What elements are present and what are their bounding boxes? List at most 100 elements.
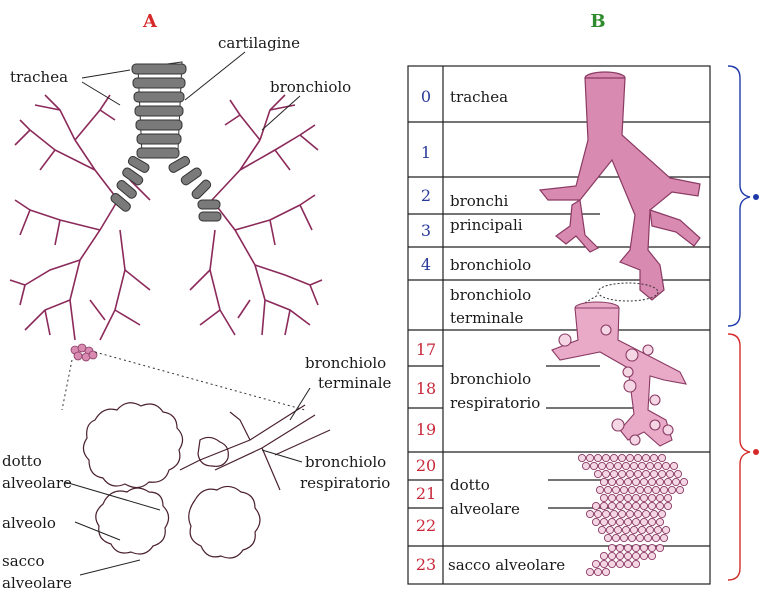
alveolus-bubble [604,486,611,493]
alveolus-bubble [608,518,615,525]
alveolus-bubble [638,526,645,533]
panel-b-title: B [590,11,605,32]
label-bronchiolo-terminale-2: terminale [318,374,391,392]
alveolus-bubble [612,534,619,541]
alveolus-bubble [640,502,647,509]
label-sacco-alveolare-1: sacco [2,552,44,570]
gen-22: 22 [416,516,436,535]
alveolus-bubble [608,544,615,551]
alveolus-bubble [624,544,631,551]
label-b-bronchiolo-respiratorio-2: respiratorio [450,394,540,412]
alveolus-bubble [638,462,645,469]
alveolus-bubble [628,534,635,541]
label-b-bronchiolo-terminale-2: terminale [450,309,523,327]
alveolus-bubble [636,486,643,493]
alveolus-bubble [656,502,663,509]
alveolus-bubble [648,502,655,509]
alveolus-bubble [652,486,659,493]
alveolus-bubble [608,552,615,559]
alveolus-bubble [616,518,623,525]
alveolus-bubble [660,534,667,541]
alveolus-bubble [596,486,603,493]
alveolus-bubble [598,462,605,469]
alveolus-bubble [664,494,671,501]
alveolus-bubble [622,462,629,469]
alveolus-bubble [624,494,631,501]
label-bronchiolo-respiratorio-2: respiratorio [300,474,390,492]
label-b-dotto-alveolare-2: alveolare [450,500,520,518]
alveolus-bubble [642,454,649,461]
gen-2: 2 [421,186,431,205]
label-b-trachea: trachea [450,88,508,106]
alveolus-bubble [662,526,669,533]
alveolus-bubble [610,454,617,461]
alveolus-bubble [604,534,611,541]
alveolus-bubble [616,494,623,501]
alveolus-bubble [626,470,633,477]
panel-a-title: A [142,11,158,32]
alveolus-bubble [594,568,601,575]
label-b-sacco-alveolare: sacco alveolare [448,556,565,574]
alveolus-bubble [648,518,655,525]
alveolus-bubble [606,526,613,533]
alveolus-bubble [650,470,657,477]
alveolus-bubble [624,552,631,559]
alveolus-bubble [586,568,593,575]
alveolus-bubble [612,486,619,493]
alveolus-bubble [658,470,665,477]
alveolus-bubble [664,478,671,485]
alveolus-bubble [616,502,623,509]
alveolus-bubble [592,502,599,509]
alveolus-bubble [640,552,647,559]
alveolus-bubble [642,510,649,517]
alveolus-bubble [668,486,675,493]
alveoli-cluster-small [71,344,97,361]
alveolus-bubble [630,462,637,469]
alveolus-bubble [648,544,655,551]
alveolus-bubble [676,486,683,493]
respiratory-illustration [552,302,686,446]
alveolus-bubble [640,494,647,501]
gen-18: 18 [416,379,436,398]
alveolus-bubble [630,526,637,533]
alveolus-bubble [600,494,607,501]
alveolus-bubble [666,470,673,477]
alveolus-bubble [594,510,601,517]
alveolus-bubble [632,478,639,485]
gen-17: 17 [416,340,436,359]
left-lung-tree [10,95,150,340]
label-cartilagine: cartilagine [218,34,300,52]
alveolus-bubble [652,534,659,541]
alveolus-bubble [670,462,677,469]
alveolus-bubble [622,526,629,533]
alveolus-bubble [616,560,623,567]
label-dotto-alveolare-1: dotto [2,452,42,470]
alveolus-bubble [628,486,635,493]
alveolus-bubble [594,470,601,477]
alveolus-bubble [660,486,667,493]
alveolus-bubble [632,560,639,567]
alveolus-bubble [626,454,633,461]
alveolus-bubble [632,544,639,551]
gen-19: 19 [416,420,436,439]
alveolus-bubble [624,478,631,485]
alveolus-bubble [620,486,627,493]
alveolus-bubble [602,470,609,477]
alveolus-bubble [610,470,617,477]
alveolus-bubble [586,510,593,517]
alveolus-bubble [640,518,647,525]
alveolus-bubble [656,494,663,501]
alveolus-bubble [608,560,615,567]
gen-0: 0 [421,87,431,106]
airway-tree-illustration [540,72,700,300]
alveolus-bubble [614,526,621,533]
alveolus-bubble [632,494,639,501]
alveolus-bubble [654,526,661,533]
alveolus-bubble [632,518,639,525]
label-b-bronchiolo-respiratorio-1: bronchiolo [450,370,531,388]
alveolus-bubble [626,510,633,517]
alveolus-bubble [632,552,639,559]
label-alveolo: alveolo [2,514,56,532]
zoom-lines [62,352,305,410]
alveolus-bubble [662,462,669,469]
